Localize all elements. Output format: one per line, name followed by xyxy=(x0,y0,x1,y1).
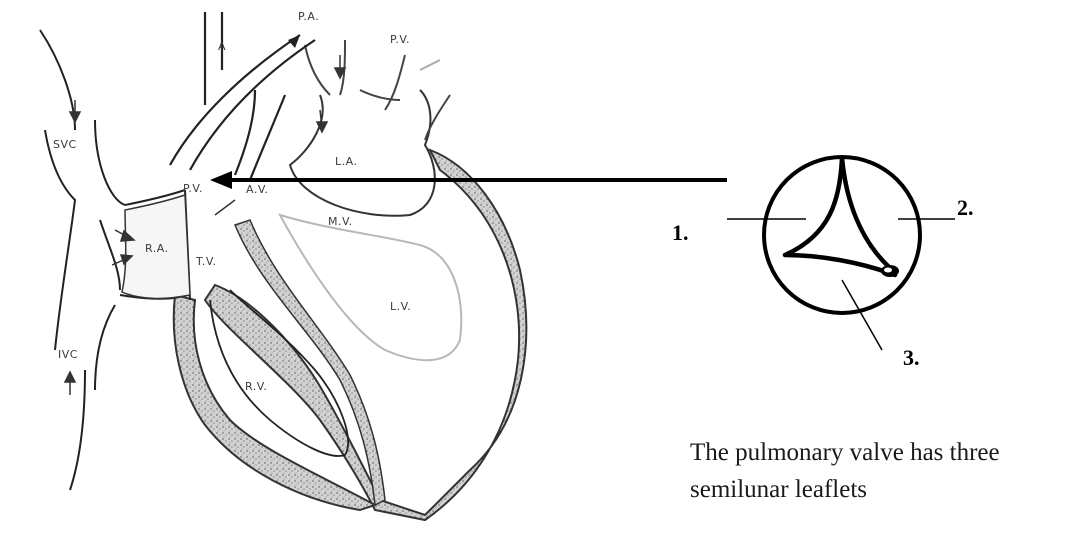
leaflet-label-2: 2. xyxy=(957,195,974,220)
valve-schematic xyxy=(764,157,920,313)
label-a: A xyxy=(218,40,226,53)
label-svc: SVC xyxy=(53,138,77,151)
label-pv-valve: P.V. xyxy=(183,182,203,195)
caption: The pulmonary valve has three semilunar … xyxy=(690,434,1085,508)
label-lv: L.V. xyxy=(390,300,411,313)
label-pv-top: P.V. xyxy=(390,33,410,46)
label-tv: T.V. xyxy=(195,255,217,268)
label-mv: M.V. xyxy=(328,215,353,228)
leaflet-label-3: 3. xyxy=(903,345,920,370)
great-vessels xyxy=(170,12,315,180)
flow-arrows xyxy=(65,55,345,395)
leaflet-label-1: 1. xyxy=(672,220,689,245)
caption-line-1: The pulmonary valve has three xyxy=(690,434,1085,471)
label-rv: R.V. xyxy=(245,380,267,393)
label-ivc: IVC xyxy=(58,348,78,361)
pulmonary-artery-arrow xyxy=(288,35,300,48)
left-atrium xyxy=(290,90,435,216)
label-la: L.A. xyxy=(335,155,357,168)
label-pa: P.A. xyxy=(298,10,319,23)
leaflet-commissure-lines xyxy=(785,158,895,275)
caption-line-2: semilunar leaflets xyxy=(690,471,1085,508)
left-ventricle xyxy=(280,215,461,360)
label-av: A.V. xyxy=(246,183,268,196)
label-ra: R.A. xyxy=(145,242,169,255)
